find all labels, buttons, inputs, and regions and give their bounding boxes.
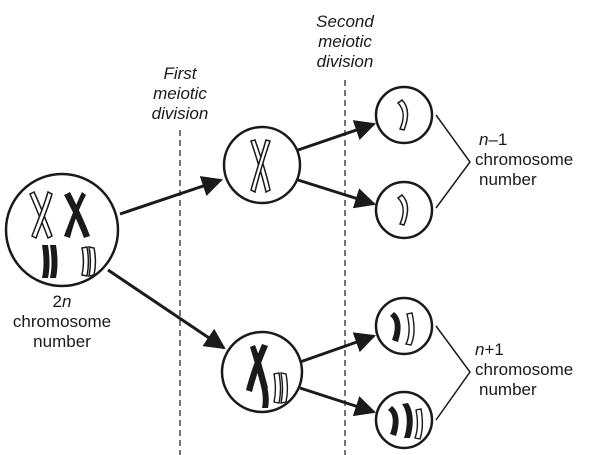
arrow-upper-to-gamete2 [297,178,377,209]
second-division-line-1: Second [316,12,374,31]
bottom-group-number-word: number [479,380,537,399]
arrow-parent-to-upper [119,176,223,216]
second-division-line-2: meiotic [318,32,372,51]
parent-chromosome-outline-pair [81,246,97,277]
first-division-line-2: meiotic [153,84,207,103]
parent-chromosome-word: chromosome [12,312,112,331]
first-division-line-1: First [163,64,197,83]
bottom-group-label: n+1 chromosome number [475,340,595,400]
parent-number-word: number [33,332,91,351]
arrow-upper-to-gamete1 [297,120,376,152]
gamete-cell-3 [374,296,434,356]
top-group-number-word: number [479,170,537,189]
lower-secondary-cell [220,330,304,414]
second-division-label: Second meiotic division [295,12,395,72]
parent-chromosome-black-x [64,192,90,238]
parent-chromosome-black-pair [42,245,58,278]
parent-label: 2n chromosome number [2,292,122,352]
gamete-cell-4 [374,390,434,450]
bottom-group-ploidy: n+1 [475,340,504,359]
parent-ploidy: 2n [52,292,72,311]
top-group-label: n–1 chromosome number [475,130,595,190]
upper-secondary-cell [222,125,302,205]
gamete-cell-2 [374,180,434,240]
bracket-bottom [435,325,471,421]
parent-cell [4,172,120,288]
second-division-line-3: division [316,52,374,71]
arrow-parent-to-lower [107,268,226,350]
first-division-label: First meiotic division [130,64,230,124]
arrow-lower-to-gamete4 [299,386,376,417]
arrow-lower-to-gamete3 [299,332,376,364]
parent-chromosome-outline-x [29,190,53,240]
bottom-group-chromosome-word: chromosome [475,360,574,379]
bracket-top [435,114,471,209]
top-group-ploidy: n–1 [479,130,508,149]
arrows [107,120,377,417]
first-division-line-3: division [151,104,209,123]
brackets [435,114,471,421]
gamete-cell-1 [374,85,434,145]
top-group-chromosome-word: chromosome [475,150,574,169]
